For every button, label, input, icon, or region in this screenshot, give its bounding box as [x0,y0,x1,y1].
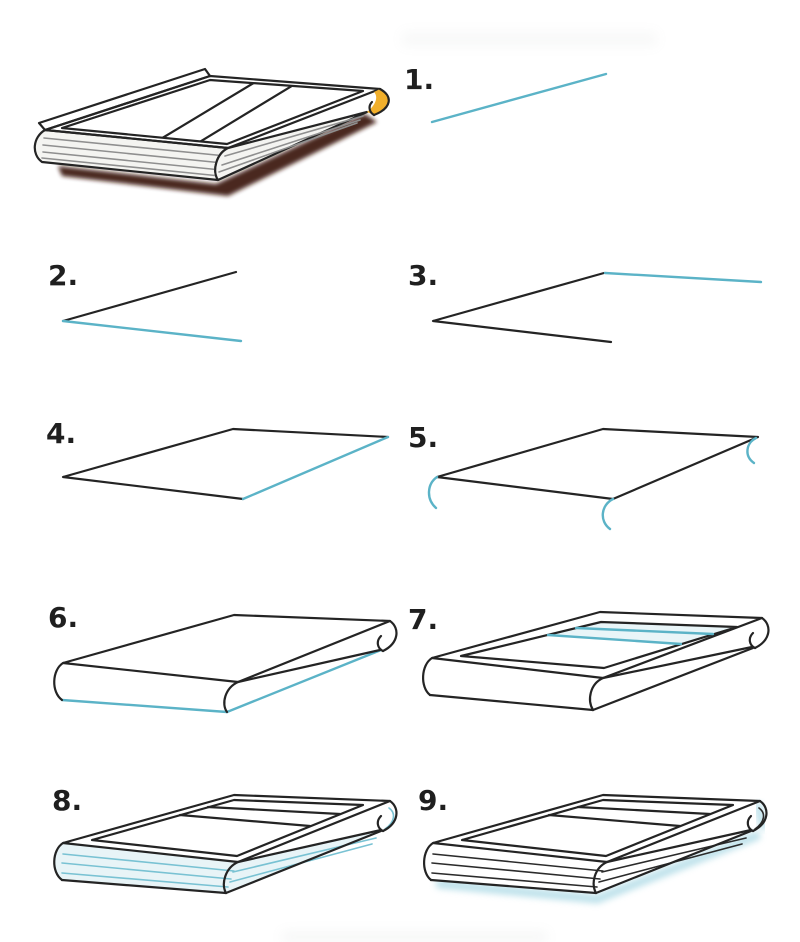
corner-curl-fill [367,89,389,115]
left-spine-curve [423,841,435,882]
right-corner-curl [381,619,398,653]
step-3-drawing [431,271,763,344]
band-line-2 [178,813,312,828]
right-corner-curve [746,436,758,465]
corner-curl-hook [368,100,376,117]
page-lines-near [61,853,235,888]
bottom-right-edge [224,829,383,895]
corner-curl [372,87,390,117]
page-lines-near [41,137,227,177]
bottom-near-edge [429,878,598,895]
band-line-2 [547,813,682,828]
front-spine-curve [592,860,609,895]
cover-red-panel [60,78,365,146]
inner-border [90,798,365,858]
step-6-label: 6. [48,601,79,634]
band-line-1 [206,805,342,816]
guide-line [61,319,243,343]
spine-edge [37,67,212,132]
step-9-label: 9. [418,784,449,817]
right-corner-curl [751,799,768,833]
step-9-drawing [423,793,768,904]
guide-line [603,271,763,284]
faded-watermark-bottom [282,932,547,942]
top-edge-line [61,270,238,323]
band-line-1 [574,626,715,636]
right-corner-curl [381,799,398,833]
pages-top-right-edge [236,828,383,864]
pages-near-face [54,843,239,893]
front-corner-curve [601,497,615,531]
step-1-drawing [430,72,608,124]
finished-book-illustration [33,67,390,196]
step-4-drawing [61,427,390,501]
page-lines-right [218,115,364,173]
step-7-label: 7. [408,603,439,636]
step-7-drawing [422,610,770,712]
step-1-label: 1. [404,63,435,96]
left-spine-curve [53,661,65,702]
guide-line [241,435,390,501]
left-edges [431,271,613,344]
band-line-2 [546,633,683,646]
band-tint [548,622,737,644]
front-spine-curve [588,676,605,712]
cover-outline [435,427,760,501]
bottom-right-edge [225,648,383,714]
step-3-label: 3. [408,259,439,292]
cover-outline [61,613,392,684]
pages-near-face [424,843,607,893]
curl-hook [376,634,385,653]
bottom-near-edge [60,878,228,895]
inner-border [460,798,735,858]
left-spine-curve [53,841,65,882]
step-8-drawing [53,793,398,895]
pages-top-right-edge [605,828,753,864]
faded-watermark-top [402,32,657,46]
curl-hook [746,814,755,833]
step-5-label: 5. [408,421,439,454]
left-corner-curve [427,475,439,510]
front-spine-curve [223,680,240,714]
curl-hook [748,631,757,650]
inner-border [459,620,739,670]
step-6-drawing [53,613,398,714]
pages-top-right-edge [236,648,382,684]
band-line-1 [576,805,712,816]
left-spine-curve [422,656,434,697]
front-spine-curve [222,860,240,895]
pages-top-right-edge [601,645,754,680]
step-5-drawing [427,427,760,531]
bottom-right-edge [591,646,755,712]
right-corner-curl [753,616,770,650]
step-4-label: 4. [46,417,77,450]
page-lines-near [431,853,604,888]
step-8-label: 8. [52,784,83,817]
bottom-right-edge [594,829,753,895]
step-2-label: 2. [48,259,79,292]
cast-shadow [435,831,761,904]
cover-edges [61,427,390,501]
bottom-near-edge [428,693,595,712]
guide-line [430,72,608,124]
curl-hook [376,814,385,833]
book-shadow [58,114,377,196]
bottom-near-edge [60,698,229,714]
step-2-drawing [61,270,243,343]
